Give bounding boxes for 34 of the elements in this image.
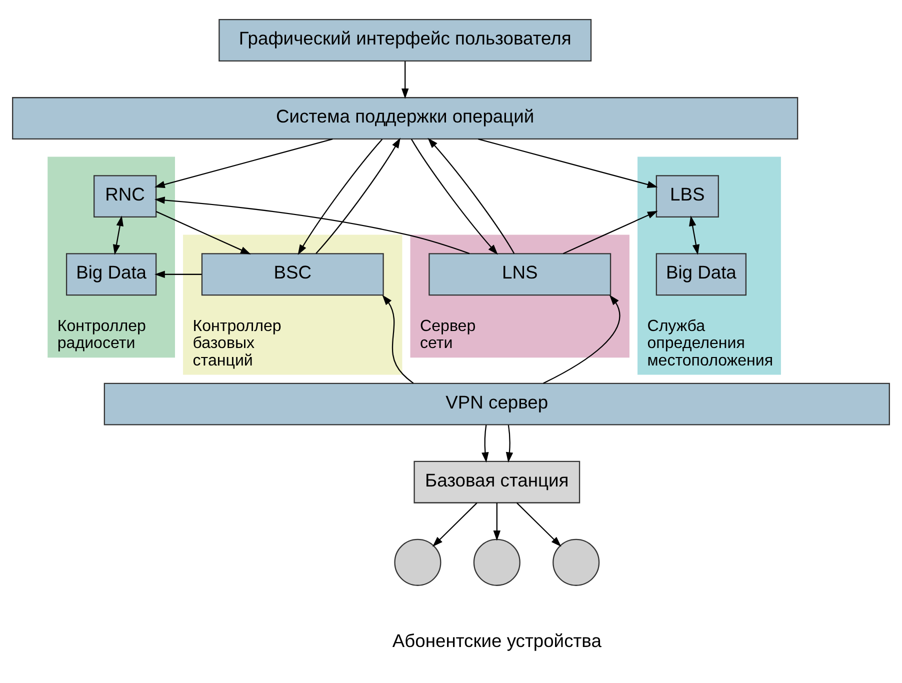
node-box: LBS	[656, 175, 719, 218]
arrow	[543, 294, 620, 384]
arrow	[689, 216, 700, 255]
node-box: Big Data	[66, 253, 157, 296]
arrow	[506, 425, 514, 463]
arrow	[154, 196, 470, 254]
arrow	[154, 138, 333, 188]
arrow	[382, 294, 414, 384]
node-box: BSC	[201, 253, 384, 296]
arrow	[478, 138, 658, 188]
arrow	[410, 138, 498, 255]
node-box: Система поддержки операций	[12, 97, 798, 140]
arrow	[432, 502, 478, 547]
arrow	[156, 211, 251, 254]
arrow	[316, 138, 400, 254]
arrow	[482, 425, 489, 463]
node-box: LNS	[428, 253, 612, 296]
arrow	[562, 210, 658, 254]
arrow	[154, 270, 202, 278]
arrow	[112, 216, 124, 255]
node-circle	[473, 538, 520, 586]
arrow	[493, 502, 501, 541]
node-circle	[552, 538, 600, 586]
node-box: VPN сервер	[104, 382, 890, 426]
arrow	[298, 138, 383, 255]
node-box: RNC	[94, 175, 157, 218]
label: Абонентские устройства	[392, 630, 602, 652]
node-circle	[394, 538, 442, 586]
node-box: Графический интерфейс пользователя	[218, 19, 592, 62]
node-box: Базовая станция	[414, 460, 580, 504]
node-box: Big Data	[656, 253, 747, 296]
arrow	[401, 61, 409, 99]
arrow	[428, 138, 515, 254]
arrow	[516, 502, 562, 547]
